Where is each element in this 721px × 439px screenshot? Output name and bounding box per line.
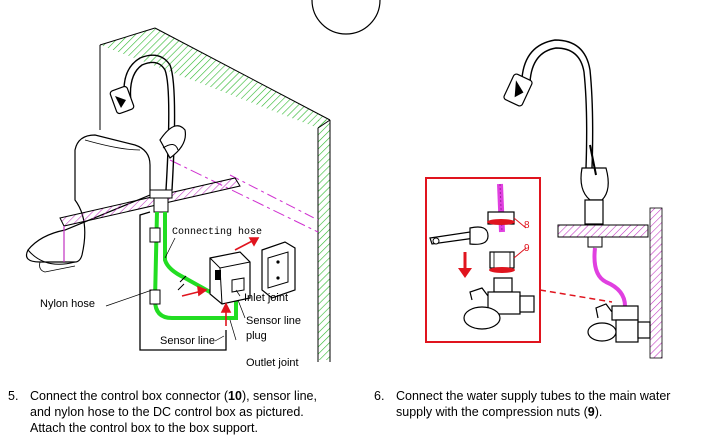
sink-basin bbox=[25, 134, 151, 263]
compression-nut-8 bbox=[487, 211, 515, 225]
box-support-bracket bbox=[261, 241, 296, 299]
red-arrows bbox=[181, 237, 260, 326]
faucet-spout bbox=[123, 54, 176, 191]
sensor-line-cable bbox=[139, 211, 227, 351]
step-5-line2: and nylon hose to the DC control box as … bbox=[30, 405, 304, 419]
step-5-part-number: 10 bbox=[228, 389, 242, 403]
wall-dash-line bbox=[169, 159, 319, 233]
callout-connector bbox=[539, 289, 613, 303]
label-nylon-hose: Nylon hose bbox=[40, 298, 95, 310]
label-inlet-joint: Inlet joint bbox=[244, 292, 288, 304]
faucet-spout-right bbox=[521, 39, 594, 169]
figure-step-6: 8 9 bbox=[425, 39, 663, 359]
down-arrow bbox=[458, 252, 472, 278]
wrench bbox=[429, 226, 489, 245]
angle-valve bbox=[587, 303, 651, 343]
connecting-hose bbox=[163, 212, 211, 294]
wall-hatch-side bbox=[318, 120, 330, 360]
compression-nut-9 bbox=[489, 251, 515, 273]
step-6-number: 6. bbox=[374, 389, 385, 403]
label-connecting-hose: Connecting hose bbox=[172, 226, 262, 238]
callout-number-8: 8 bbox=[524, 220, 530, 231]
faucet-handle bbox=[159, 125, 187, 159]
figure-step-5: Connecting hose Nylon hose Inlet joint S… bbox=[25, 27, 331, 369]
label-sensor-line-plug: Sensor line bbox=[246, 315, 301, 327]
wall-hatch-right bbox=[649, 207, 663, 359]
top-circle-fragment bbox=[311, 0, 381, 35]
wall-dash-line-2 bbox=[229, 174, 319, 221]
step-5-text: Connect the control box connector (10), … bbox=[30, 388, 317, 436]
step-5-line3: Attach the control box to the box suppor… bbox=[30, 421, 258, 435]
step-5-line1-b: ), sensor line, bbox=[241, 389, 317, 403]
label-outlet-joint: Outlet joint bbox=[246, 357, 299, 369]
step-6-line2-b: ). bbox=[594, 405, 603, 419]
countertop-right bbox=[557, 224, 649, 238]
supply-tube bbox=[592, 247, 627, 307]
label-sensor-line: Sensor line bbox=[160, 335, 215, 347]
callout-box bbox=[425, 177, 541, 343]
callout-valve bbox=[463, 277, 535, 330]
callout-number-9: 9 bbox=[524, 243, 530, 254]
step-6-text: Connect the water supply tubes to the ma… bbox=[396, 388, 670, 420]
step-6-line2-a: supply with the compression nuts ( bbox=[396, 405, 588, 419]
wall-hatch-top bbox=[100, 28, 330, 128]
step-6-part-number: 9 bbox=[587, 405, 595, 419]
step-5-number: 5. bbox=[8, 389, 19, 403]
countertop bbox=[59, 177, 241, 227]
installation-illustration: Connecting hose Nylon hose Inlet joint S… bbox=[25, 0, 663, 369]
step-5-line1-a: Connect the control box connector ( bbox=[30, 389, 229, 403]
step-6-line1: Connect the water supply tubes to the ma… bbox=[396, 389, 671, 403]
label-sensor-line-plug-2: plug bbox=[246, 330, 267, 342]
